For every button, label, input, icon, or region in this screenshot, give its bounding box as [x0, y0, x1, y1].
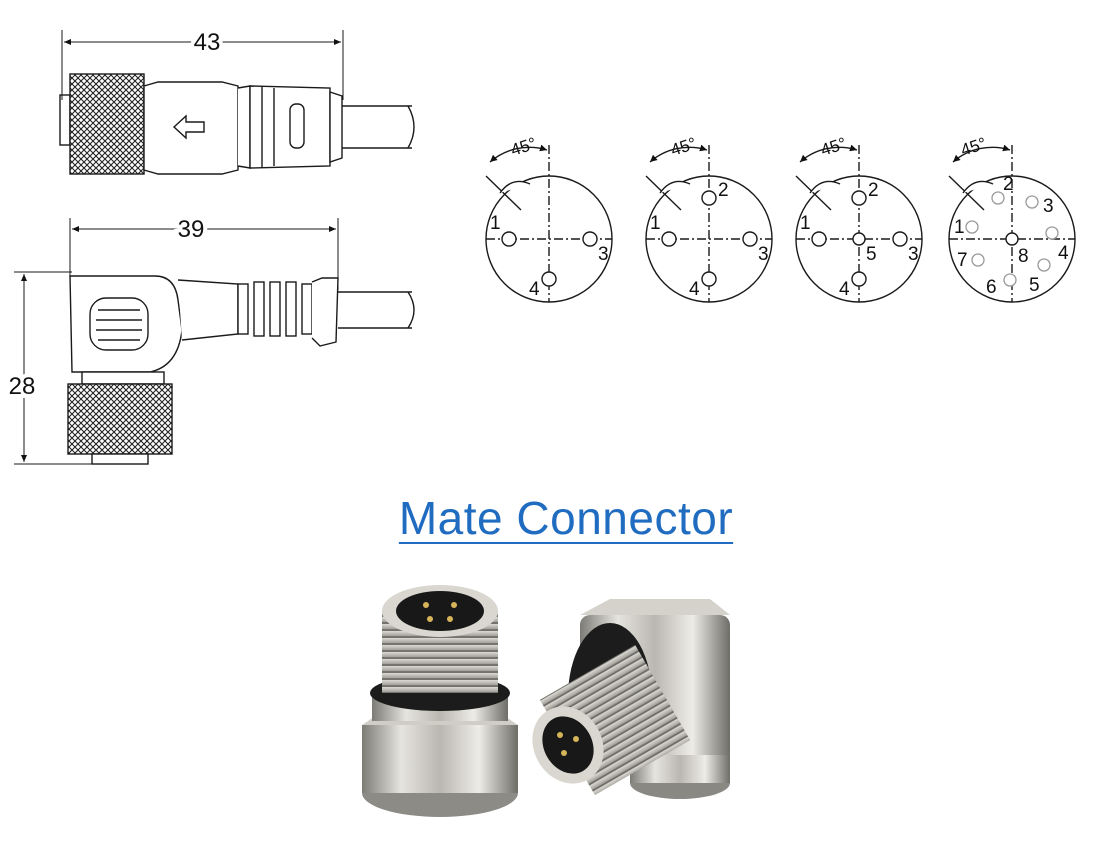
knurled-nut-angled [67, 383, 173, 455]
angled-height-label: 28 [9, 373, 36, 400]
pin-label: 8 [1018, 246, 1029, 267]
arrow-icon [172, 114, 205, 140]
pin-label: 5 [1029, 275, 1040, 296]
pin-label: 1 [800, 213, 811, 234]
pin-label: 3 [1043, 196, 1054, 217]
pin-layout-3-pin [485, 144, 613, 303]
pin-label: 2 [718, 180, 729, 201]
pin-label: 5 [866, 244, 877, 265]
mate-connector-heading[interactable]: Mate Connector [360, 486, 772, 550]
pin-label: 3 [598, 244, 609, 265]
pin-label: 7 [957, 250, 968, 271]
pin-label: 3 [758, 244, 769, 265]
pin-label: 2 [1003, 174, 1014, 195]
straight-connector-drawing [59, 30, 415, 175]
pin-holes-8 [965, 191, 1059, 287]
angle-label: 45° [668, 134, 698, 160]
pin-layout-5-pin [795, 144, 923, 303]
knurled-nut [69, 73, 145, 175]
connector-right [532, 599, 730, 799]
angle-label: 45° [818, 134, 848, 160]
pin-label: 4 [1058, 243, 1069, 264]
pin-label: 1 [954, 217, 965, 238]
mate-connector-link[interactable]: Mate Connector [398, 492, 734, 544]
pin-label: 3 [908, 244, 919, 265]
angled-connector-drawing [14, 218, 415, 465]
angled-length-label: 39 [178, 216, 205, 243]
mate-connector-photo [362, 585, 730, 817]
pin-layout-diagrams: 45° 1 3 4 45° 1 2 3 4 45° 1 2 3 4 5 [485, 134, 1076, 303]
connector-drawings: 43 39 28 [5, 25, 415, 465]
pin-label: 2 [868, 180, 879, 201]
pin-label: 4 [839, 279, 850, 300]
pin-label: 4 [689, 279, 700, 300]
angle-label: 45° [508, 134, 538, 160]
pin-label: 1 [650, 213, 661, 234]
pin-label: 6 [986, 277, 997, 298]
pin-label: 4 [529, 279, 540, 300]
pin-layout-4-pin [645, 144, 773, 303]
pin-label: 1 [490, 213, 501, 234]
connector-left [362, 585, 518, 817]
straight-length-label: 43 [194, 29, 221, 56]
angle-label: 45° [958, 134, 988, 160]
